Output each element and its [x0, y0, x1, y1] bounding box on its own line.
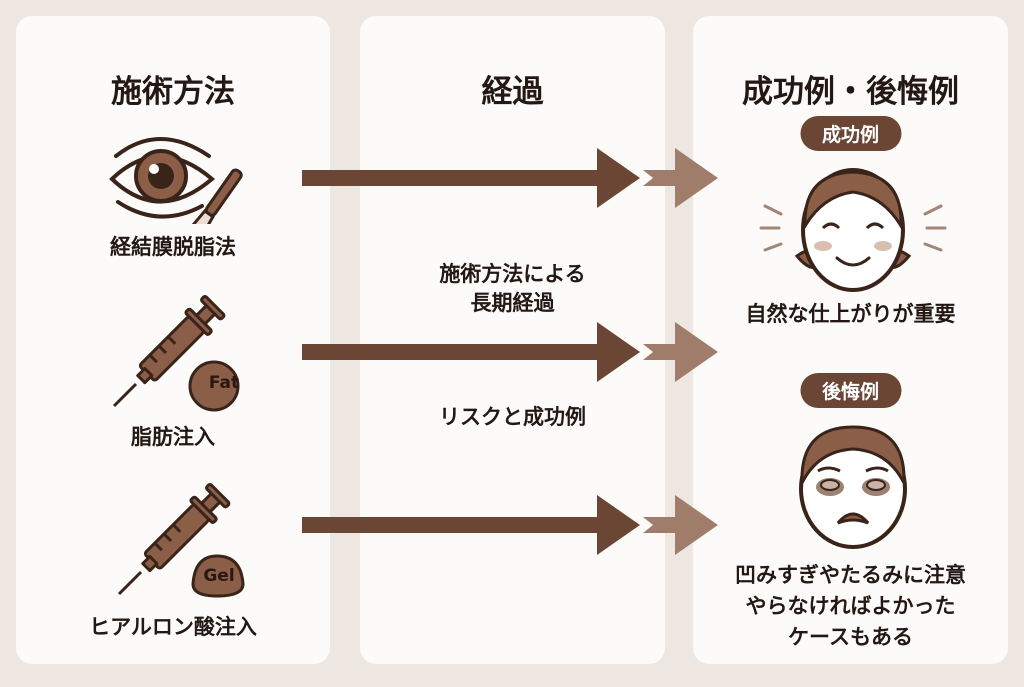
success-caption: 自然な仕上がりが重要: [745, 302, 956, 326]
progress-title: 経過: [481, 74, 544, 110]
method-label-hyaluronic-acid: ヒアルロン酸注入: [89, 615, 257, 639]
regret-badge: 後悔例: [799, 373, 902, 408]
method-label-transconjunctival: 経結膜脱脂法: [110, 235, 236, 259]
regret-caption-line3: ケースもある: [788, 625, 913, 649]
progress-text-risk: リスクと成功例: [439, 405, 586, 429]
regret-caption-line2: やらなければよかった: [745, 594, 956, 618]
eye-scalpel-icon: [109, 137, 243, 224]
fat-badge: Fat: [208, 373, 240, 393]
gel-badge: Gel: [203, 566, 235, 586]
progress-text-line1: 施術方法による: [439, 262, 586, 286]
methods-title: 施術方法: [111, 74, 235, 110]
success-badge: 成功例: [799, 116, 902, 151]
syringe-gel-icon: [117, 483, 245, 598]
smiling-face-icon: [759, 168, 947, 292]
sad-face-icon: [799, 425, 907, 549]
methods-panel: 施術方法 経結膜脱脂法 Fat 脂肪: [16, 16, 330, 664]
regret-caption-line1: 凹みすぎやたるみに注意: [735, 563, 966, 587]
progress-panel: 経過 施術方法による 長期経過 リスクと成功例: [360, 16, 665, 664]
outcomes-panel: 成功例・後悔例 成功例 自然な仕上がりが重要 後悔例 凹みすぎやたるみに注意 や…: [693, 16, 1008, 664]
progress-text-line2: 長期経過: [470, 291, 555, 315]
syringe-fat-icon: [112, 295, 240, 412]
outcomes-title: 成功例・後悔例: [742, 74, 959, 110]
method-label-fat-injection: 脂肪注入: [131, 425, 215, 449]
